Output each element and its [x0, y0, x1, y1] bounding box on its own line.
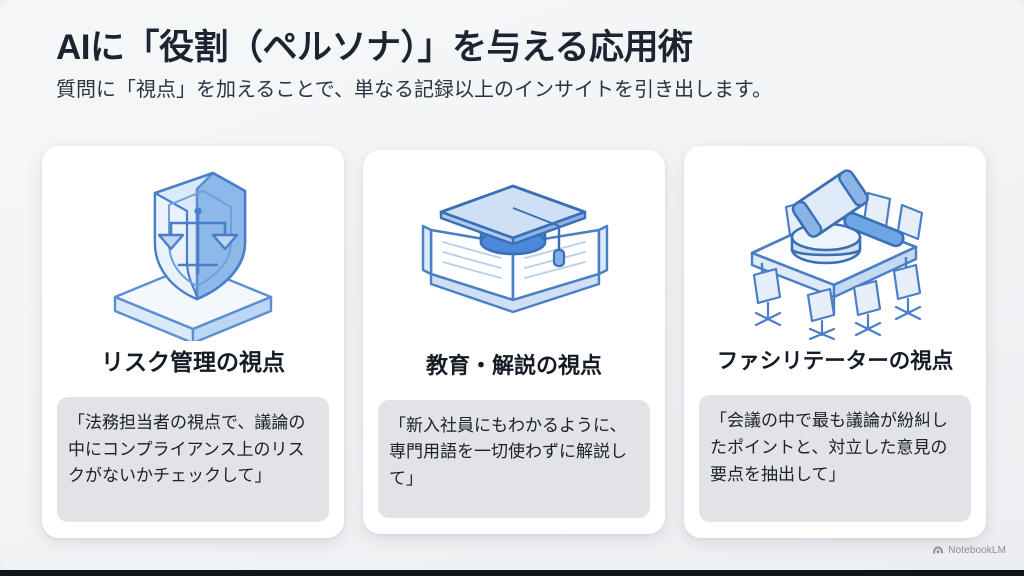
- quote-box: 「新入社員にもわかるように、専門用語を一切使わずに解説して」: [378, 399, 650, 518]
- graduation-cap-book-icon: [378, 164, 650, 350]
- card-title: リスク管理の視点: [101, 349, 285, 375]
- quote-box: 「法務担当者の視点で、議論の中にコンプライアンス上のリスクがないかチェックして」: [57, 396, 329, 522]
- card-title: 教育・解説の視点: [425, 353, 602, 378]
- quote-text: 「法務担当者の視点で、議論の中にコンプライアンス上のリスクがないかチェックして」: [68, 412, 306, 486]
- bottom-edge-bar: [0, 570, 1024, 576]
- card-grid: リスク管理の視点 「法務担当者の視点で、議論の中にコンプライアンス上のリスクがな…: [42, 146, 986, 542]
- persona-card-risk[interactable]: リスク管理の視点 「法務担当者の視点で、議論の中にコンプライアンス上のリスクがな…: [42, 146, 344, 538]
- quote-text: 「会議の中で最も議論が紛糾したポイントと、対立した意見の要点を抽出して」: [710, 410, 948, 484]
- persona-card-facilitator[interactable]: ファシリテーターの視点 「会議の中で最も議論が紛糾したポイントと、対立した意見の…: [684, 146, 986, 538]
- quote-text: 「新入社員にもわかるように、専門用語を一切使わずに解説して」: [389, 415, 627, 489]
- gavel-meeting-table-icon: [699, 160, 971, 346]
- watermark-label: NotebookLM: [948, 544, 1006, 556]
- page-subtitle: 質問に「視点」を加えることで、単なる記録以上のインサイトを引き出します。: [56, 78, 772, 101]
- slide-header: AIに「役割（ペルソナ）」を与える応用術 質問に「視点」を加えることで、単なる記…: [56, 26, 976, 103]
- card-title: ファシリテーターの視点: [716, 349, 954, 373]
- shield-scales-icon: [57, 160, 329, 346]
- page-title: AIに「役割（ペルソナ）」を与える応用術: [56, 28, 693, 67]
- quote-box: 「会議の中で最も議論が紛糾したポイントと、対立した意見の要点を抽出して」: [699, 394, 971, 522]
- persona-card-education[interactable]: 教育・解説の視点 「新入社員にもわかるように、専門用語を一切使わずに解説して」: [363, 150, 665, 534]
- notebooklm-logo-icon: [932, 544, 944, 556]
- notebooklm-watermark: NotebookLM: [932, 544, 1006, 556]
